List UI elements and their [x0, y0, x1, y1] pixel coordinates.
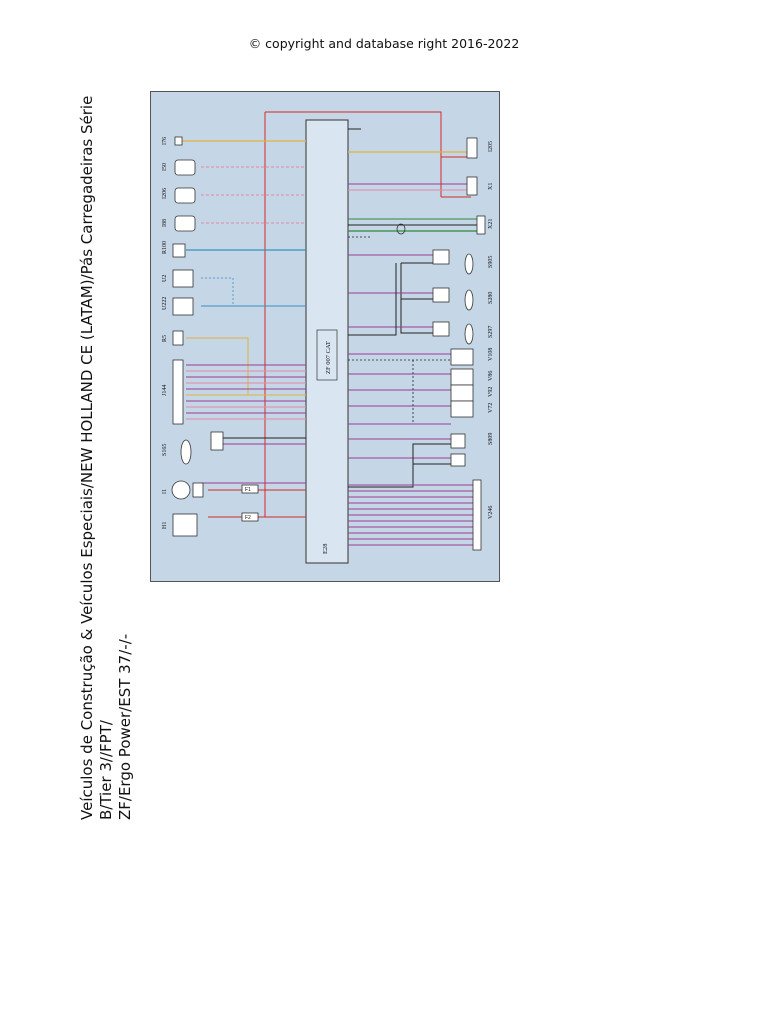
- component-label-s809: S809: [488, 433, 494, 445]
- fuse-f1-label: F1: [245, 487, 251, 493]
- title-line-2: B/Tier 3//FPT/: [97, 720, 115, 820]
- component-label-s905: S905: [488, 256, 494, 268]
- wiring-diagram-canvas: ZF 007 CAT E28: [162, 111, 494, 564]
- ecu-model-box: [316, 329, 338, 381]
- power-wire-red: [264, 111, 471, 518]
- component-label-s297: S297: [488, 326, 494, 338]
- component-label-u222: U222: [162, 297, 168, 310]
- fuse-f2-label: F2: [245, 515, 251, 521]
- component-label-v72: V72: [488, 403, 494, 413]
- fuse-f2: [241, 512, 259, 522]
- ecu-model-label: ZF 007 CAT: [325, 341, 332, 374]
- component-label-r100: R100: [162, 241, 168, 254]
- ecu-label: E28: [322, 544, 329, 554]
- v246-bus: [348, 484, 473, 546]
- component-label-h1: H1: [162, 522, 168, 529]
- component-label-i76: I76: [162, 137, 168, 145]
- component-label-x1: X1: [488, 183, 494, 190]
- wiring-diagram: ZF 007 CAT E28: [150, 91, 500, 582]
- component-label-v92: V92: [488, 387, 494, 397]
- component-label-j144: J144: [162, 385, 168, 396]
- component-label-v86: V86: [488, 371, 494, 381]
- component-label-r5: R5: [162, 335, 168, 342]
- component-label-v108: V108: [488, 348, 494, 361]
- component-label-i205: I205: [488, 141, 494, 152]
- component-label-s280: S280: [488, 292, 494, 304]
- fuse-f1: [241, 484, 259, 494]
- component-label-i206: I206: [162, 188, 168, 199]
- document-title: Veículos de Construção & Veículos Especi…: [78, 96, 135, 820]
- title-line-1: Veículos de Construção & Veículos Especi…: [78, 95, 96, 820]
- component-label-i88: I88: [162, 219, 168, 227]
- component-label-i1: I1: [162, 489, 168, 494]
- component-label-i50: I50: [162, 163, 168, 171]
- component-label-v246: V246: [488, 506, 494, 519]
- component-label-u2: U2: [162, 275, 168, 282]
- component-label-x21: X21: [488, 219, 494, 229]
- right-component-labels: I205X1X21S905S280S297V108V86V92V72S809V2…: [488, 141, 494, 519]
- copyright-notice: © copyright and database right 2016-2022: [248, 36, 520, 51]
- component-label-s165: S165: [162, 444, 168, 456]
- title-line-3: ZF/Ergo Power/EST 37/-/-: [116, 633, 134, 820]
